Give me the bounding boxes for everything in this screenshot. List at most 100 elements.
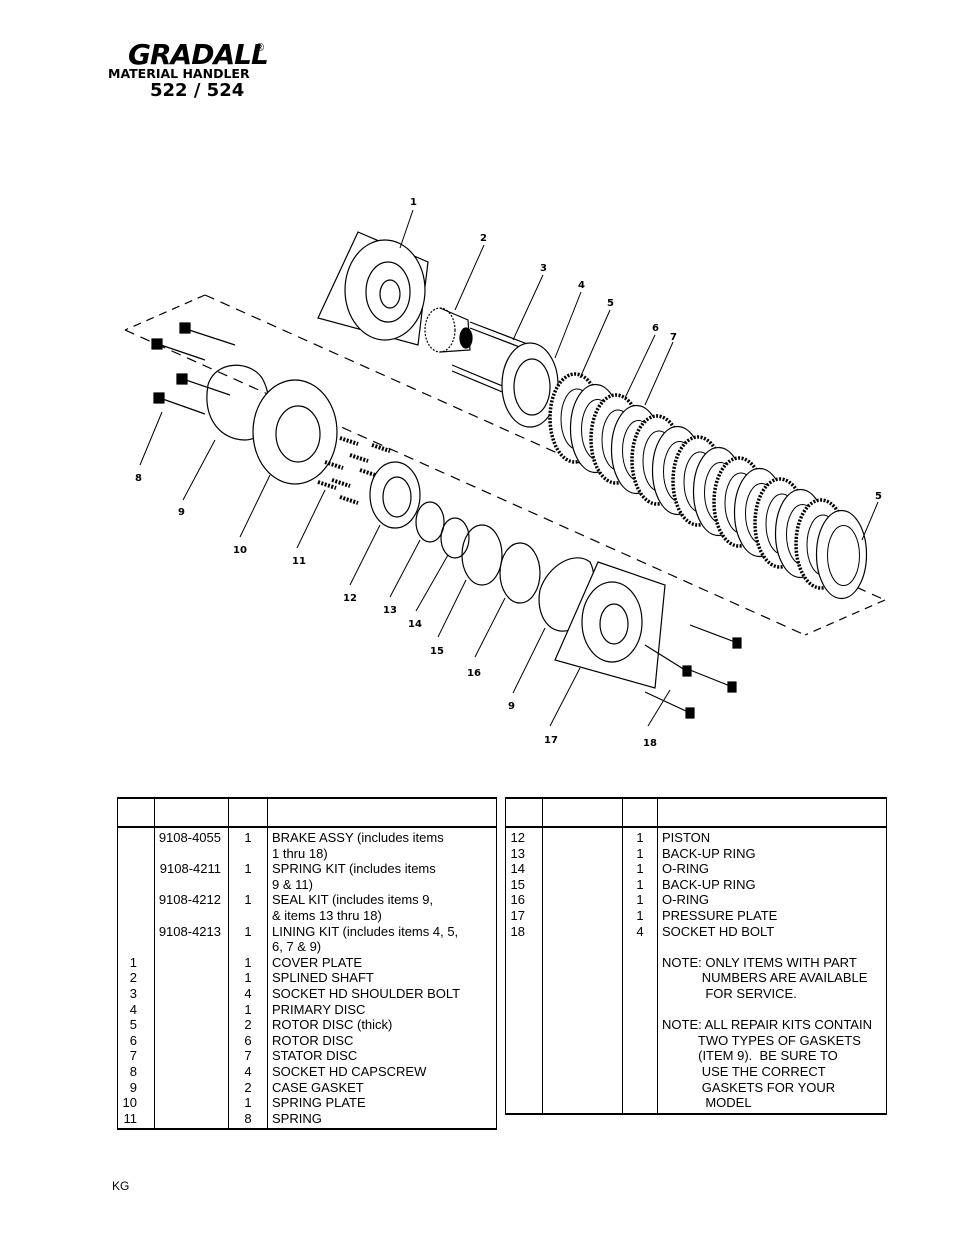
table-cell: 2 (244, 1079, 252, 1095)
registered-mark: ® (256, 42, 265, 54)
table-cell (229, 908, 267, 924)
disc-stack-part (548, 372, 868, 600)
table-cell: LINING KIT (includes items 4, 5, (272, 923, 459, 939)
table-cell: 9108-4212 (158, 892, 221, 908)
table-cell: 1 (244, 923, 252, 939)
callout-label: 15 (430, 646, 444, 657)
table-cell: PRIMARY DISC (272, 1001, 366, 1017)
table-cell: NUMBERS ARE AVAILABLE (662, 970, 868, 986)
table-cell: O-RING (662, 892, 709, 908)
table-cell: 4 (129, 1001, 137, 1017)
table-cell (155, 846, 221, 862)
callout-label: 5 (875, 491, 882, 502)
table-cell: SOCKET HD BOLT (662, 923, 775, 939)
table-cell: 17 (510, 907, 525, 923)
table-cell (155, 1002, 221, 1018)
callout-label: 6 (652, 323, 659, 334)
table-cell: MODEL (662, 1095, 752, 1111)
table-cell (662, 1002, 886, 1018)
callout-label: 9 (178, 507, 185, 518)
callout-label: 14 (408, 619, 422, 630)
table-cell: 2 (244, 1017, 252, 1033)
table-cell: PISTON (662, 830, 711, 845)
table-cell: O-RING (662, 861, 709, 877)
table-cell: 1 (244, 861, 252, 877)
table-cell: 5 (129, 1017, 137, 1033)
header-cell (542, 797, 623, 828)
table-cell (118, 846, 137, 862)
axis-end-right (804, 599, 886, 636)
callout-label: 11 (292, 556, 306, 567)
table-cell: 13 (510, 845, 525, 861)
table-cell: ROTOR DISC (thick) (272, 1017, 393, 1033)
table-cell: 4 (244, 1063, 252, 1079)
table-cell: 9108-4213 (158, 923, 221, 939)
table-cell: CASE GASKET (272, 1079, 364, 1095)
table-cell: PRESSURE PLATE (662, 907, 778, 923)
table-cell: 1 (636, 876, 644, 892)
table-cell: & items 13 thru 18) (272, 907, 382, 923)
table-cell (155, 1080, 221, 1096)
page-footer-code: KG (112, 1179, 130, 1193)
table-cell (155, 1017, 221, 1033)
piston-part (369, 461, 421, 529)
table-cell (118, 939, 137, 955)
capscrews-part (151, 322, 236, 415)
callout-label: 17 (544, 735, 558, 746)
table-cell: 11 (123, 1110, 138, 1126)
table-cell: 1 (244, 970, 252, 986)
table-cell (118, 830, 137, 846)
back-up-ring-13-part (415, 501, 445, 543)
header-cell (117, 797, 155, 828)
table-cell: 9108-4211 (159, 861, 221, 877)
callout-label: 5 (607, 298, 614, 309)
callout-label: 13 (383, 605, 397, 616)
spring-plate-part (252, 379, 338, 485)
table-cell: 4 (244, 985, 252, 1001)
callout-labels: 1 2 3 4 5 6 7 8 9 10 11 12 13 14 15 16 9… (135, 197, 882, 749)
callout-label: 16 (467, 668, 481, 679)
table-cell: NOTE: ONLY ITEMS WITH PART (662, 954, 857, 970)
table-cell: SEAL KIT (includes items 9, (272, 892, 434, 908)
table-cell: SOCKET HD CAPSCREW (272, 1063, 427, 1079)
table-cell: SPRING (272, 1110, 322, 1126)
table-cell (118, 892, 137, 908)
table-cell: 15 (510, 876, 525, 892)
table-cell: 8 (129, 1063, 137, 1079)
table-cell: 1 (244, 830, 252, 845)
table-cell (155, 986, 221, 1002)
table-cell: 4 (636, 923, 644, 939)
header-cell (154, 797, 229, 828)
table-cell (155, 908, 221, 924)
table-cell (155, 955, 221, 971)
table-cell (118, 924, 137, 940)
table-cell: GASKETS FOR YOUR (662, 1079, 836, 1095)
table-cell (229, 846, 267, 862)
table-cell: 8 (244, 1110, 252, 1126)
table-cell: NOTE: ALL REPAIR KITS CONTAIN (662, 1017, 872, 1033)
table-cell: 1 (244, 954, 252, 970)
table-cell: 1 (636, 907, 644, 923)
callout-label: 1 (410, 197, 417, 208)
table-cell: 1 (244, 892, 252, 908)
header-cell (657, 797, 887, 828)
table-header-row (117, 797, 497, 828)
table-cell: USE THE CORRECT (662, 1063, 826, 1079)
table-cell: 6 (129, 1032, 137, 1048)
table-cell: 12 (510, 830, 525, 845)
header-cell (622, 797, 658, 828)
cover-plate-part (317, 231, 429, 346)
table-cell (118, 861, 137, 877)
back-up-ring-15-part (461, 524, 503, 586)
o-ring-16-part (499, 542, 541, 604)
table-cell: 1 (636, 892, 644, 908)
table-cell (155, 1064, 221, 1080)
brake-exploded-diagram: 1 2 3 4 5 6 7 8 9 10 11 12 13 14 15 16 9… (124, 197, 886, 749)
table-cell: 2 (129, 970, 137, 986)
table-cell: 3 (129, 985, 137, 1001)
callout-label: 7 (670, 332, 677, 343)
